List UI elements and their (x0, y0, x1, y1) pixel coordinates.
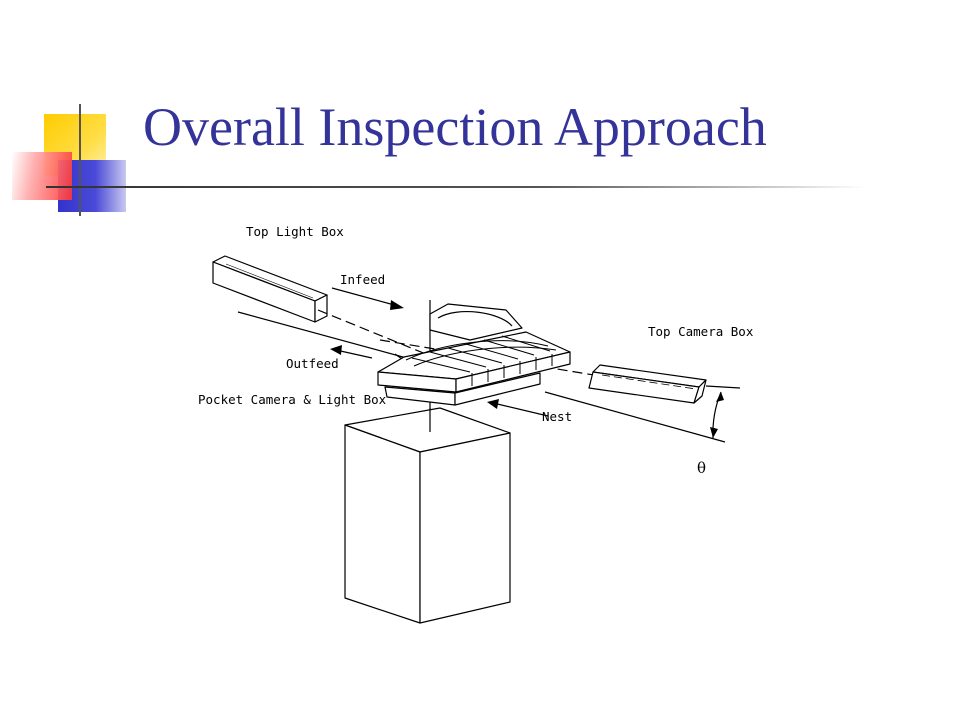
deco-horizontal-rule (46, 186, 866, 188)
outfeed-arrow (330, 345, 373, 359)
label-nest: Nest (542, 409, 572, 424)
infeed-part (429, 303, 523, 341)
nest-tray (377, 331, 571, 406)
nest-pockets (405, 335, 557, 386)
label-top-light-box: Top Light Box (246, 224, 344, 239)
label-top-camera-box: Top Camera Box (648, 324, 754, 339)
label-angle-theta: θ (697, 459, 706, 477)
deco-red-square (12, 152, 72, 200)
top-camera-box (588, 364, 707, 404)
pocket-camera-light-box (344, 407, 511, 624)
top-light-box (212, 255, 328, 323)
label-outfeed: Outfeed (286, 356, 339, 371)
deco-vertical-rule (79, 104, 81, 216)
nest-arrow (487, 399, 549, 417)
label-pocket-camera-light-box: Pocket Camera & Light Box (198, 392, 387, 407)
infeed-arrow (331, 287, 404, 310)
slide-title: Overall Inspection Approach (143, 97, 767, 157)
label-infeed: Infeed (340, 272, 385, 287)
